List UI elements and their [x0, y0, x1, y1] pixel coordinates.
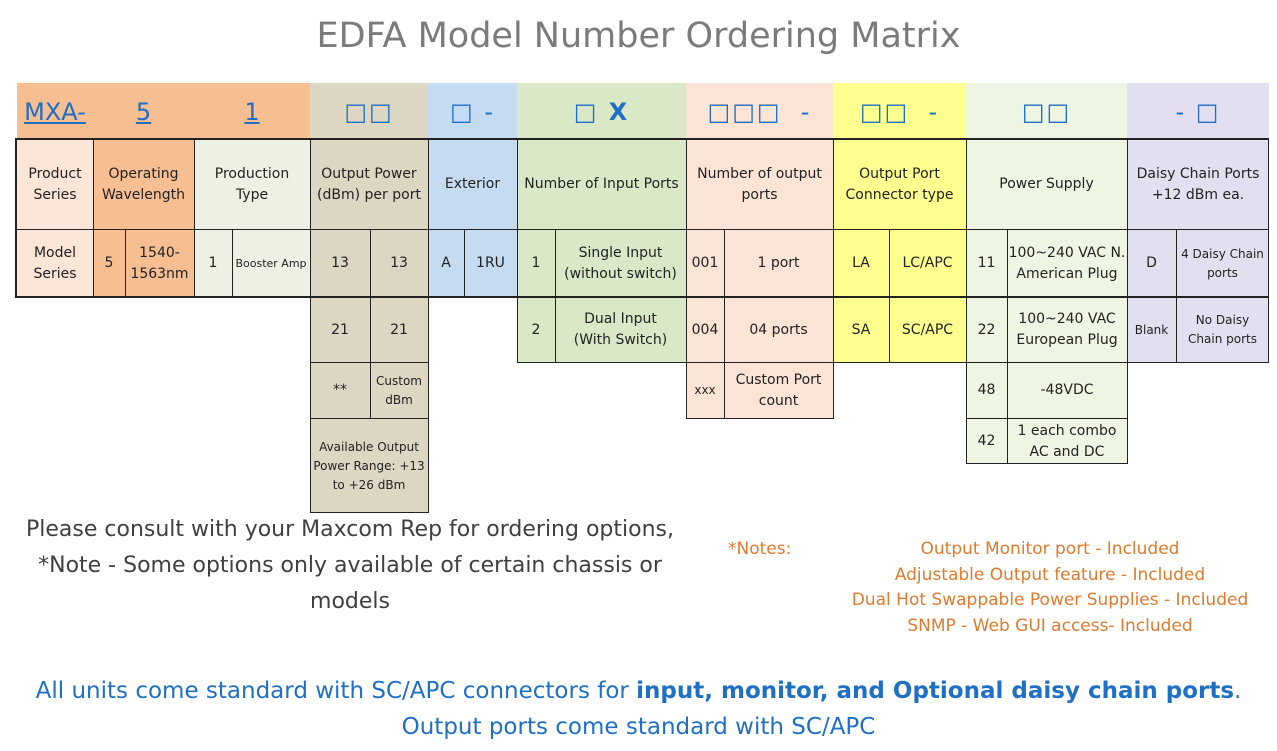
output-code-1: 001 — [691, 255, 719, 271]
output-code-2: 004 — [691, 321, 719, 338]
input-value-2: Dual Input (With Switch) — [573, 311, 668, 348]
supply-code-1: 11 — [977, 255, 996, 271]
code-exterior: □ - — [450, 98, 495, 126]
wavelength-code: 5 — [104, 255, 114, 271]
code-bg-power — [310, 83, 428, 138]
header-product-series: Product Series — [17, 139, 93, 230]
bg-production-opt — [194, 230, 310, 297]
header-daisy-chain: Daisy Chain Ports +12 dBm ea. — [1127, 139, 1269, 230]
output-code-3: xxx — [694, 383, 716, 397]
code-bg-exterior — [428, 83, 517, 138]
header-power-supply: Power Supply — [966, 139, 1127, 230]
power-value-3: Custom dBm — [376, 373, 422, 407]
footer-bold: input, monitor, and Optional daisy chain… — [636, 678, 1235, 704]
exterior-code: A — [441, 255, 451, 271]
code-bg-series — [17, 83, 310, 138]
notes-label: *Notes: — [728, 539, 792, 559]
connector-code-1: LA — [852, 255, 870, 271]
note-item: SNMP - Web GUI access- Included — [907, 615, 1193, 636]
code-output: □□□ - — [707, 98, 812, 126]
bg-supply-opt — [966, 230, 1127, 464]
code-supply: □□ — [1021, 98, 1072, 126]
header-output-power: Output Power (dBm) per port — [310, 139, 428, 230]
input-code-2: 2 — [531, 321, 541, 338]
code-bg-daisy — [1127, 83, 1269, 138]
output-value-2: 04 ports — [749, 321, 808, 338]
daisy-value-1: 4 Daisy Chain ports — [1181, 246, 1264, 280]
supply-code-2: 22 — [977, 321, 996, 338]
daisy-value-2: No Daisy Chain ports — [1188, 313, 1257, 346]
bg-power-opt — [310, 230, 428, 513]
production-value: Booster Amp — [235, 257, 307, 270]
bg-exterior-opt — [428, 230, 517, 297]
footer-line-2: Output ports come standard with SC/APC — [401, 714, 876, 740]
code-bg-supply — [966, 83, 1127, 138]
power-range-note: Available Output Power Range: +13 to +26… — [313, 439, 425, 492]
header-production-type: Production Type — [194, 139, 310, 230]
power-code-2: 21 — [331, 321, 349, 338]
code-input: □ X — [573, 98, 630, 126]
page-title: EDFA Model Number Ordering Matrix — [316, 16, 961, 56]
code-bg-input — [517, 83, 686, 138]
supply-value-1: 100~240 VAC N. American Plug — [1008, 244, 1126, 282]
note-item: Dual Hot Swappable Power Supplies - Incl… — [851, 590, 1249, 610]
power-code-3: ** — [333, 382, 347, 398]
footer-line-1: All units come standard with SC/APC conn… — [0, 678, 1277, 704]
note-item: Output Monitor port - Included — [920, 539, 1180, 559]
bg-series-opt — [17, 230, 93, 297]
header-exterior: Exterior — [428, 139, 517, 230]
bg-wavelength-opt — [93, 230, 194, 297]
supply-value-2: 100~240 VAC European Plug — [1016, 311, 1118, 348]
power-value-1: 13 — [390, 255, 408, 271]
supply-value-4: 1 each combo AC and DC — [1017, 422, 1117, 460]
footer-suffix: . — [1234, 678, 1242, 704]
supply-value-3: -48VDC — [1040, 382, 1094, 398]
notes-list: Output Monitor port - Included Adjustabl… — [820, 537, 1277, 639]
connector-value-1: LC/APC — [902, 255, 953, 271]
header-operating-wavelength: Operating Wavelength — [93, 139, 194, 230]
output-value-3: Custom Port count — [735, 371, 822, 409]
code-wavelength: 5 — [135, 98, 152, 126]
code-daisy: - □ — [1175, 98, 1221, 126]
wavelength-value: 1540- 1563nm — [130, 244, 189, 282]
supply-code-3: 48 — [977, 382, 996, 398]
connector-code-2: SA — [851, 321, 871, 338]
series-option-label: Model Series — [33, 244, 77, 282]
code-series: MXA- — [24, 98, 86, 126]
input-code-1: 1 — [531, 255, 541, 271]
code-bg-connector — [833, 83, 966, 138]
exterior-value: 1RU — [476, 255, 505, 271]
production-code: 1 — [208, 255, 218, 271]
code-connector: □□ - — [859, 98, 940, 126]
header-input-ports: Number of Input Ports — [517, 139, 686, 230]
input-value-1: Single Input (without switch) — [564, 244, 677, 282]
power-value-2: 21 — [390, 321, 408, 338]
output-value-1: 1 port — [757, 255, 800, 271]
note-item: Adjustable Output feature - Included — [894, 564, 1206, 585]
bg-output-opt — [686, 230, 833, 418]
consult-note: Please consult with your Maxcom Rep for … — [26, 517, 674, 614]
code-power: □□ — [344, 98, 394, 126]
header-output-ports: Number of output ports — [686, 139, 833, 230]
supply-code-4: 42 — [977, 433, 996, 449]
connector-value-2: SC/APC — [901, 321, 954, 338]
daisy-code-1: D — [1146, 255, 1157, 271]
daisy-code-2: Blank — [1134, 322, 1169, 337]
footer-prefix: All units come standard with SC/APC conn… — [35, 678, 637, 704]
code-production: 1 — [244, 98, 260, 126]
header-connector-type: Output Port Connector type — [833, 139, 966, 230]
power-code-1: 13 — [331, 255, 349, 271]
code-bg-output — [686, 83, 833, 138]
